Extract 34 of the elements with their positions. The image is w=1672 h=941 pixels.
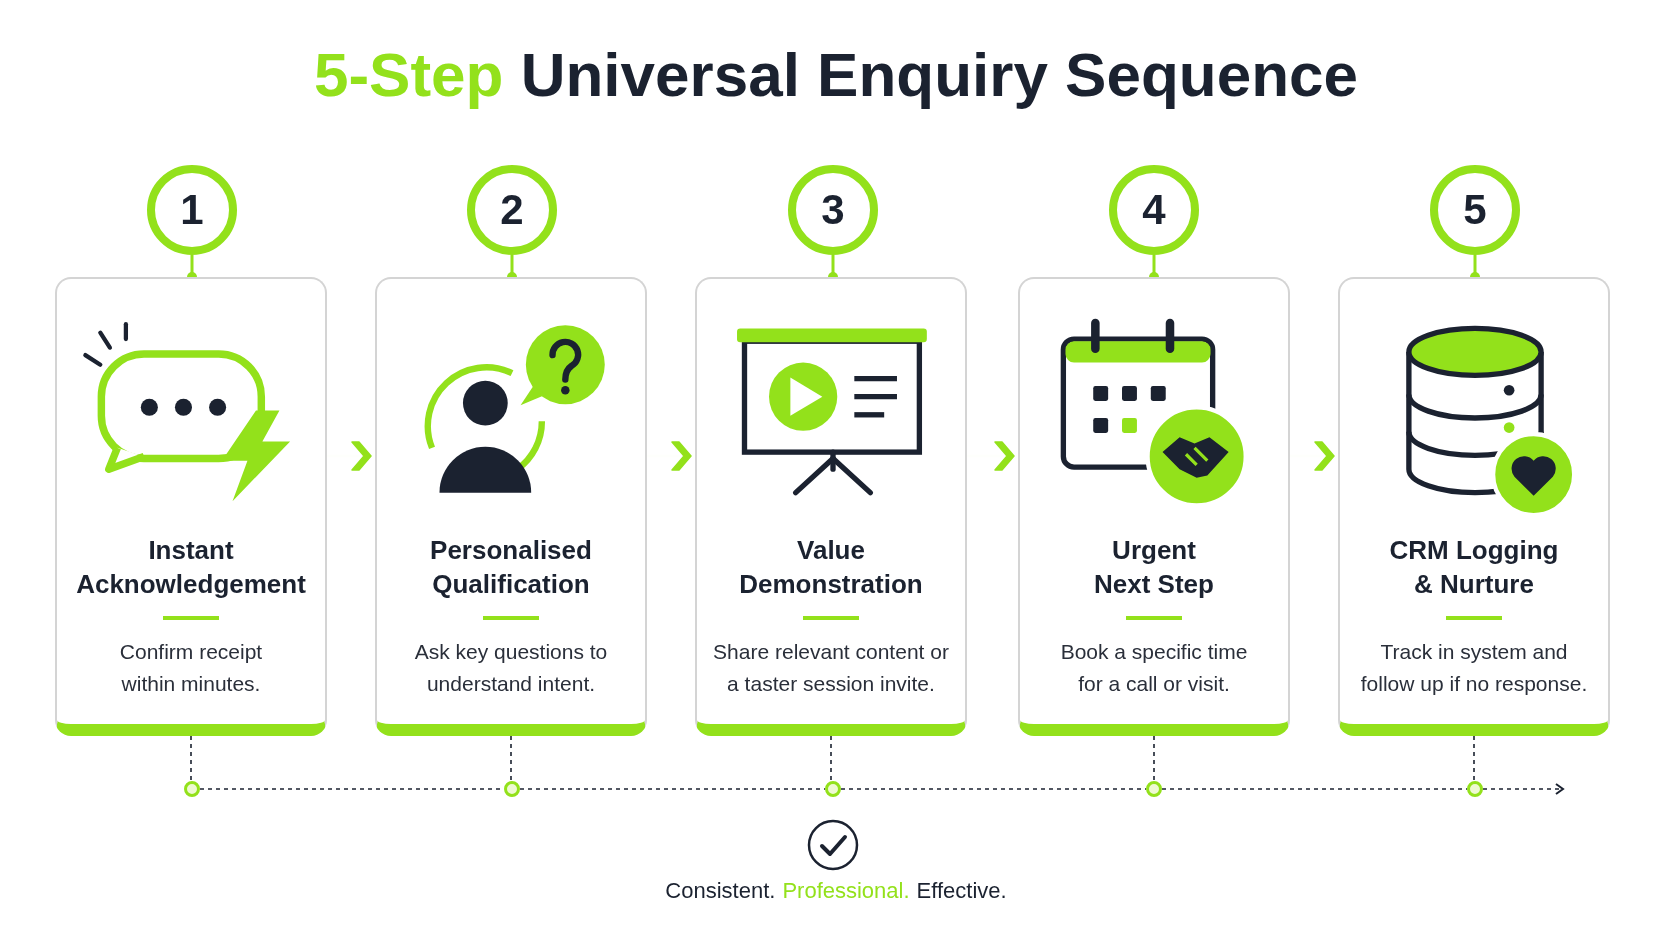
step-number-circle: 2 (467, 165, 557, 255)
dashed-connector (1482, 783, 1564, 795)
step-description: Book a specific time for a call or visit. (1059, 639, 1249, 697)
step-heading: Urgent Next Step (1094, 534, 1214, 601)
step-description: Ask key questions to understand intent. (413, 639, 609, 697)
dashed-connector (1473, 735, 1475, 782)
dashed-connector (830, 735, 832, 782)
step-description: Confirm receipt within minutes. (118, 639, 264, 697)
step-heading: Instant Acknowledgement (75, 534, 307, 601)
dashed-connector (510, 735, 512, 782)
timeline-dot (1146, 781, 1162, 797)
step-card (55, 277, 327, 736)
timeline-dot (825, 781, 841, 797)
tagline-text: Effective. (916, 878, 1007, 904)
timeline-dot (504, 781, 520, 797)
timeline-dot (184, 781, 200, 797)
step-number-circle: 5 (1430, 165, 1520, 255)
step-number-circle: 3 (788, 165, 878, 255)
step-number-circle: 1 (147, 165, 237, 255)
step-number-circle: 4 (1109, 165, 1199, 255)
step-description: Track in system and follow up if no response. (1360, 639, 1588, 697)
dashed-connector (519, 788, 826, 790)
step-heading: Value Demonstration (738, 534, 924, 601)
dashed-connector (190, 735, 192, 782)
dashed-connector (840, 788, 1147, 790)
tagline-text: Professional. (782, 878, 910, 904)
dashed-connector (1161, 788, 1468, 790)
dashed-connector (1153, 735, 1155, 782)
step-description: Share relevant content or a taster session invite. (713, 639, 949, 697)
timeline-dot (1467, 781, 1483, 797)
step-heading: CRM Logging & Nurture (1389, 534, 1559, 601)
tagline-text: Consistent. (665, 878, 776, 904)
step-card (375, 277, 647, 736)
step-heading: Personalised Qualification (429, 534, 593, 601)
